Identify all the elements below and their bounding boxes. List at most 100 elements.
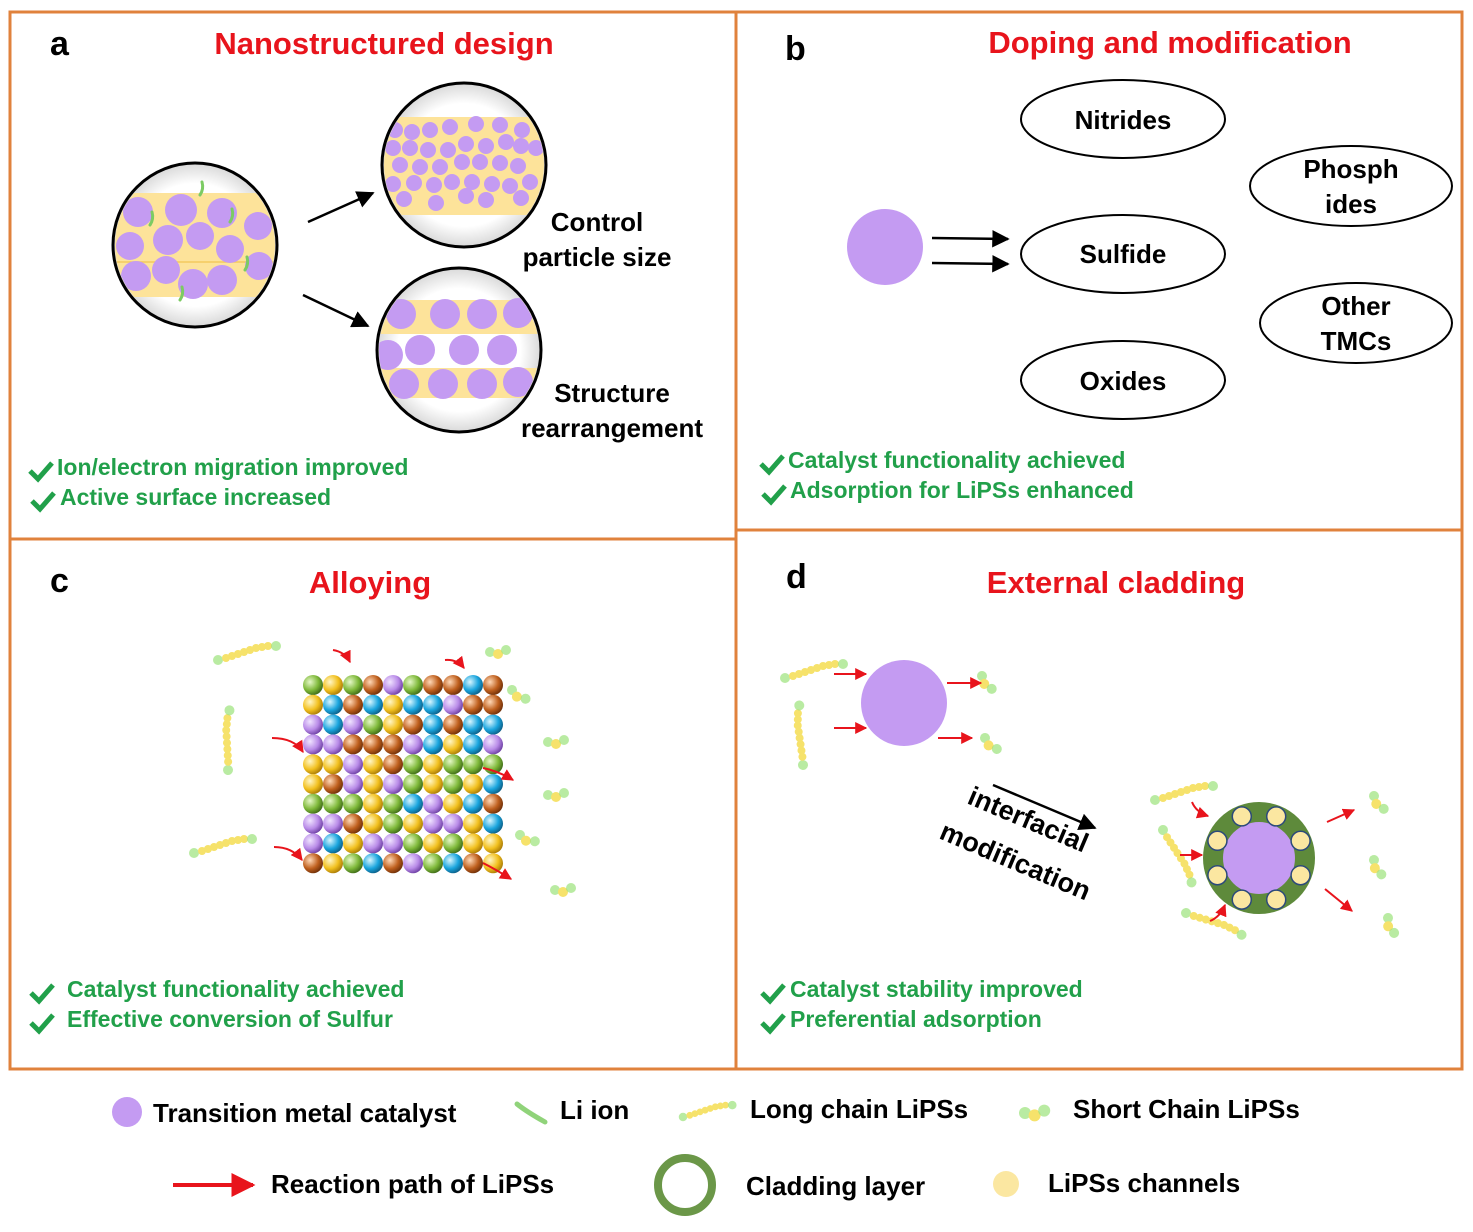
alloy-atom [343, 774, 363, 794]
legend-short-chain: Short Chain LiPSs [1019, 1094, 1300, 1124]
alloy-atom [483, 833, 503, 854]
arrow-to-small [307, 191, 375, 224]
alloy-atom [463, 754, 483, 775]
panel-a: a Nanostructured design [28, 25, 703, 513]
alloy-atom [303, 853, 323, 874]
alloy-atom [423, 774, 443, 794]
alloy-atom [483, 714, 503, 735]
alloy-atom [423, 694, 443, 715]
legend-transition-metal: Transition metal catalyst [112, 1097, 457, 1128]
reaction-paths-c [271, 649, 515, 880]
arrow-to-rearranged [302, 293, 370, 328]
particle [186, 222, 214, 250]
panel-a-letter: a [50, 25, 70, 63]
alloy-atom [383, 793, 403, 814]
bare-catalyst [861, 660, 947, 746]
lens-small-particles [380, 81, 548, 249]
panel-b: b Doping and modification Nitrides Sulfi… [759, 25, 1453, 506]
alloy-atom [343, 754, 363, 775]
panel-frames [8, 10, 1464, 1071]
alloy-atom [343, 714, 363, 735]
particle [385, 176, 401, 192]
alloy-atom [303, 694, 323, 715]
particle [396, 191, 412, 207]
svg-text:Ion/electron migration improve: Ion/electron migration improved [57, 454, 408, 480]
alloy-atom [423, 833, 443, 854]
alloy-atom [323, 813, 343, 834]
alloy-atom [303, 833, 323, 854]
alloy-atom [463, 853, 483, 874]
particle [492, 155, 508, 171]
alloy-atom [403, 833, 423, 854]
alloy-atom [383, 675, 403, 695]
svg-text:Effective conversion of Sulfur: Effective conversion of Sulfur [67, 1006, 393, 1032]
alloy-atom [443, 754, 463, 775]
panel-c: c Alloying Catalyst functionality achiev… [29, 562, 576, 1035]
svg-text:Sulfide: Sulfide [1080, 239, 1167, 269]
particle [444, 174, 460, 190]
alloy-atom [303, 774, 323, 794]
large-particles [116, 180, 273, 302]
lens-rearranged [375, 266, 543, 434]
alloy-atom [463, 793, 483, 814]
svg-text:Transition metal catalyst: Transition metal catalyst [153, 1098, 457, 1128]
svg-text:LiPSs channels: LiPSs channels [1048, 1168, 1240, 1198]
alloy-atom [443, 813, 463, 834]
legend: Transition metal catalyst Li ion Long ch… [112, 1094, 1300, 1216]
particle [123, 197, 153, 227]
particle [165, 194, 197, 226]
alloy-atom [463, 714, 483, 735]
alloy-atom [323, 774, 343, 794]
small-particles [385, 116, 544, 211]
alloy-atom [443, 774, 463, 794]
arrow-b-upper [931, 230, 1010, 248]
particle [464, 174, 480, 190]
panel-d-letter: d [786, 558, 807, 596]
alloy-atom [423, 813, 443, 834]
alloy-atom [363, 694, 383, 715]
particle [503, 298, 533, 328]
alloy-atom [363, 754, 383, 775]
alloy-atom [343, 793, 363, 814]
particle [420, 142, 436, 158]
alloy-atom [403, 774, 423, 794]
particle [116, 232, 144, 260]
svg-text:Active surface increased: Active surface increased [60, 484, 331, 510]
alloy-atom [403, 714, 423, 735]
legend-long-chain: Long chain LiPSs [678, 1094, 968, 1124]
alloy-atom [463, 774, 483, 794]
alloy-atom [383, 734, 403, 755]
particle [152, 256, 180, 284]
particle [498, 134, 514, 150]
particle [432, 159, 448, 175]
svg-text:Oxides: Oxides [1080, 366, 1167, 396]
alloy-atom [443, 833, 463, 854]
svg-text:TMCs: TMCs [1321, 326, 1392, 356]
catalyst-particle [847, 209, 923, 285]
ellipse-nitrides: Nitrides [1020, 79, 1226, 159]
alloy-atom [323, 734, 343, 755]
panel-d-title: External cladding [987, 565, 1245, 600]
particle [245, 252, 273, 280]
alloy-atom [383, 833, 403, 854]
alloy-atom [443, 853, 463, 874]
alloy-atom [483, 793, 503, 814]
svg-text:Other: Other [1321, 291, 1390, 321]
particle [430, 299, 460, 329]
particle [402, 140, 418, 156]
lipss-channels [1207, 806, 1311, 910]
alloy-atom [363, 774, 383, 794]
alloy-atom [383, 714, 403, 735]
alloy-atom [323, 793, 343, 814]
alloy-atom [383, 694, 403, 715]
panel-a-title: Nanostructured design [214, 26, 553, 61]
alloy-atom [443, 793, 463, 814]
lipss-around-alloy [189, 641, 576, 897]
particle [467, 369, 497, 399]
alloy-atom [483, 853, 503, 874]
svg-text:ides: ides [1325, 189, 1377, 219]
particle [458, 188, 474, 204]
alloy-atom [423, 734, 443, 755]
particle [379, 340, 403, 370]
